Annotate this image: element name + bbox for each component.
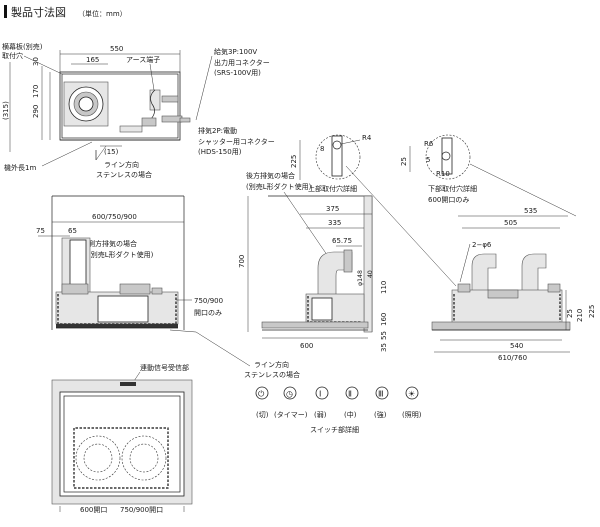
rear-view: 535 505 2−φ6 25 210 225 540 610/760 <box>345 163 596 362</box>
side-dim-65-75: 65.75 <box>332 237 352 245</box>
switch-off-button: ⏻ (切) <box>255 386 269 419</box>
side-dim-600: 600 <box>300 342 313 350</box>
label-output-connector: 出力用コネクター <box>214 58 270 67</box>
switch-medium-glyph: Ⅱ <box>348 390 352 399</box>
rear-dim-535: 535 <box>524 207 537 215</box>
front-view: 600/750/900 75 65 側方排気の場合 (別売L形ダクト使用) 75… <box>36 195 300 379</box>
rear-dim-210: 210 <box>576 309 584 322</box>
bottom-label-receiver: 連動信号受信部 <box>140 363 189 372</box>
front-dim-65: 65 <box>68 227 77 235</box>
switch-medium-button: Ⅱ (中) <box>344 386 359 419</box>
side-dim-110: 110 <box>380 281 388 294</box>
top-dim-15: (15) <box>104 148 119 156</box>
switch-light-glyph: ☀ <box>408 390 415 399</box>
front-label-opening-only: 開口のみ <box>194 309 222 317</box>
label-shutter-connector: シャッター用コネクター <box>198 137 275 146</box>
top-label-stainless: ステンレスの場合 <box>96 170 152 179</box>
side-dim-55: 55 <box>380 331 388 340</box>
upper-label: 上部取付穴詳細 <box>308 184 357 193</box>
earth-terminal <box>149 89 161 111</box>
label-power-supply: 給気3P:100V <box>214 47 257 56</box>
switch-high-glyph: Ⅲ <box>378 390 384 399</box>
bottom-dim-600-open: 600開口 <box>80 506 107 514</box>
switch-medium-label: (中) <box>344 410 357 419</box>
front-label-l-duct: (別売L形ダクト使用) <box>88 250 154 259</box>
lower-label-opening: 600開口のみ <box>428 196 469 204</box>
lower-label: 下部取付穴詳細 <box>428 184 477 193</box>
side-dim-35: 35 <box>380 343 388 352</box>
side-dim-335: 335 <box>328 219 341 227</box>
rear-dim-610-760: 610/760 <box>498 354 527 362</box>
side-label-l-duct: (別売L形ダクト使用) <box>246 182 312 191</box>
side-dim-700: 700 <box>238 255 246 268</box>
front-dim-750-900: 750/900 <box>194 297 223 305</box>
switch-timer-button: ◷ (タイマー) <box>274 386 308 419</box>
switch-light-button: ☀ (照明) <box>402 386 422 419</box>
bottom-view: 連動信号受信部 600開口 750/900開口 <box>51 363 193 514</box>
front-dim-75: 75 <box>36 227 45 235</box>
lower-r10: R10 <box>436 170 450 178</box>
switch-timer-glyph: ◷ <box>286 390 293 399</box>
switch-low-glyph: Ⅰ <box>319 390 321 399</box>
switch-low-button: Ⅰ (弱) <box>314 386 329 419</box>
upper-r4: R4 <box>362 134 372 142</box>
label-exhaust-motor: 排気2P:電動 <box>198 126 237 135</box>
side-dim-40: 40 <box>367 270 374 278</box>
page-title: 製品寸法図 <box>11 5 66 19</box>
lower-r6: R6 <box>424 140 434 148</box>
switch-panel-title: スイッチ部詳細 <box>310 425 359 434</box>
rear-dim-2phi6: 2−φ6 <box>472 241 492 249</box>
lower-dim-5: 5 <box>426 156 430 164</box>
top-dim-315: (315) <box>2 101 10 120</box>
bottom-dim-750-900-open: 750/900開口 <box>120 506 163 514</box>
label-connector-model: (SRS-100V用) <box>214 69 261 77</box>
label-shutter-model: (HDS-150用) <box>198 148 242 156</box>
lower-dim-25: 25 <box>400 157 408 166</box>
label-mounting-plate: 横幕板(別売) <box>2 42 43 51</box>
top-label-line-dir: ライン方向 <box>104 160 139 169</box>
front-label-line-dir: ライン方向 <box>254 360 289 369</box>
top-dim-290: 290 <box>32 105 40 118</box>
top-dim-170: 170 <box>32 85 40 98</box>
side-label-rear-exhaust: 後方排気の場合 <box>246 171 295 180</box>
rear-dim-505: 505 <box>504 219 517 227</box>
switch-high-button: Ⅲ (強) <box>374 386 389 419</box>
side-dim-375: 375 <box>326 205 339 213</box>
upper-dim-225: 225 <box>290 155 298 168</box>
switch-high-label: (強) <box>374 411 387 419</box>
switch-off-glyph: ⏻ <box>258 390 265 399</box>
rear-dim-25: 25 <box>566 309 574 318</box>
front-label-side-exhaust: 側方排気の場合 <box>88 239 137 248</box>
label-earth-terminal: アース端子 <box>126 55 160 64</box>
side-dim-160: 160 <box>380 313 388 326</box>
front-label-stainless: ステンレスの場合 <box>244 370 300 379</box>
top-dim-550: 550 <box>110 45 123 53</box>
label-cable-length: 機外長1m <box>4 163 36 172</box>
lower-hole-detail: 25 5 R6 R10 下部取付穴詳細 600開口のみ <box>400 134 477 204</box>
top-dim-165: 165 <box>86 56 99 64</box>
upper-hole-detail: 225 8 R4 上部取付穴詳細 <box>290 134 372 193</box>
switch-light-label: (照明) <box>402 411 422 419</box>
upper-dim-8: 8 <box>320 145 324 153</box>
switch-low-label: (弱) <box>314 411 327 419</box>
top-view: 550 165 30 170 290 (315) (15) 横幕板(別売) 取付… <box>2 42 275 179</box>
unit-note: （単位：mm） <box>78 9 127 18</box>
side-dim-148: φ148 <box>357 270 364 286</box>
front-dim-width: 600/750/900 <box>92 213 137 221</box>
rear-dim-540: 540 <box>510 342 523 350</box>
side-view: 後方排気の場合 (別売L形ダクト使用) 375 335 65.75 700 φ1… <box>238 171 388 352</box>
switch-panel: ⏻ (切) ◷ (タイマー) Ⅰ (弱) Ⅱ (中) Ⅲ (強) ☀ (照明) <box>255 386 422 434</box>
switch-off-label: (切) <box>256 411 269 419</box>
title-marker <box>4 5 7 18</box>
switch-timer-label: (タイマー) <box>274 410 308 419</box>
label-mounting-hole: 取付穴 <box>2 51 23 60</box>
rear-dim-225: 225 <box>588 305 596 318</box>
